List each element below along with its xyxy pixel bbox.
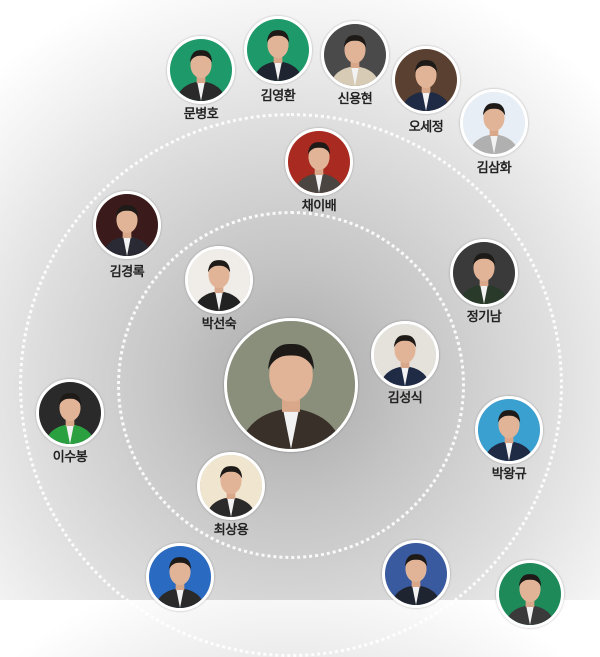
portrait-photo (496, 560, 564, 628)
person-name: 채이배 (301, 199, 337, 214)
person-name: 최상용 (213, 523, 249, 538)
person-name: 김영환 (260, 89, 296, 104)
person-name: 신용현 (337, 92, 373, 107)
portrait-photo (475, 396, 543, 464)
portrait-photo (244, 16, 312, 84)
person-name: 김삼화 (476, 161, 512, 176)
portrait-photo (460, 89, 528, 157)
portrait-photo (321, 21, 389, 89)
person-name: 박선숙 (201, 317, 237, 332)
person-name: 김성식 (387, 391, 423, 406)
person-name: 문병호 (183, 107, 219, 122)
portrait-photo (450, 239, 518, 307)
portrait-photo (285, 128, 353, 196)
portrait-photo (36, 379, 104, 447)
portrait-photo (146, 543, 214, 611)
portrait-photo (167, 36, 235, 104)
person-name: 정기남 (466, 310, 502, 325)
portrait-photo (392, 46, 460, 114)
inner-ring (117, 211, 465, 559)
portrait-photo (197, 452, 265, 520)
portrait-photo (185, 246, 253, 314)
portrait-photo (382, 540, 450, 608)
person-name: 오세정 (408, 120, 444, 135)
person-name: 박왕규 (491, 467, 527, 482)
person-name: 김경록 (109, 265, 145, 280)
portrait-photo (93, 191, 161, 259)
portrait-photo (371, 321, 439, 389)
portrait-photo (224, 318, 358, 452)
person-name: 이수봉 (52, 450, 88, 465)
